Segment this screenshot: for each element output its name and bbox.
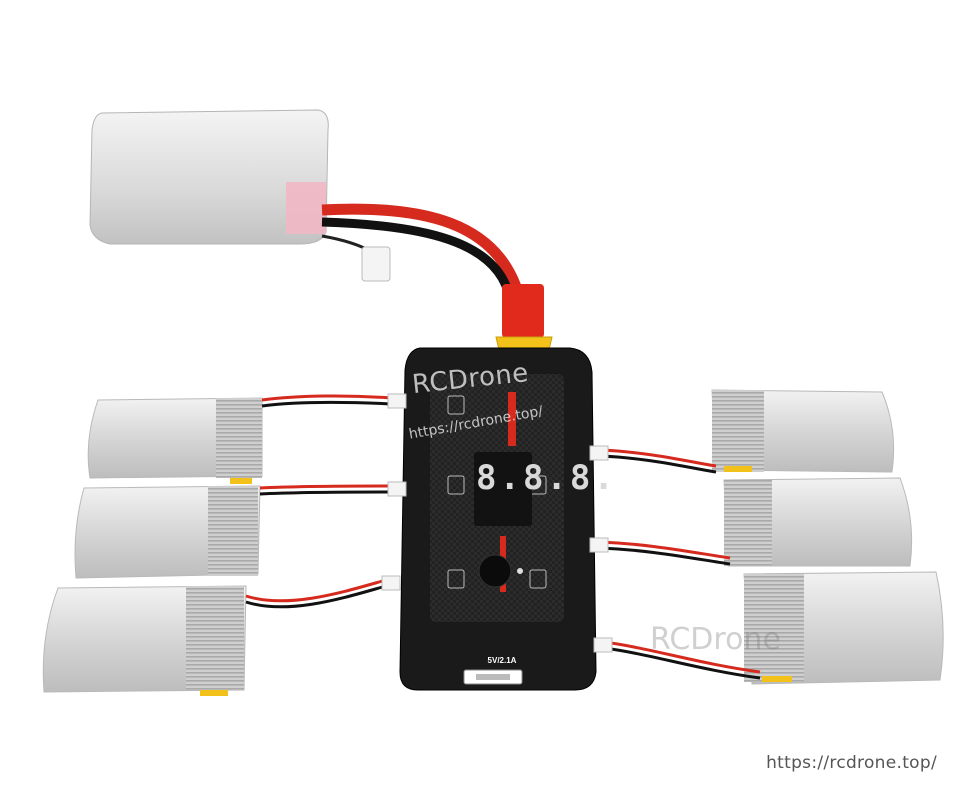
- display-digits: 8.8.8.: [476, 458, 617, 498]
- battery-right-1: [711, 389, 895, 473]
- usb-port-inner: [476, 674, 510, 680]
- main-power-leads: [321, 203, 544, 338]
- footer-url: https://rcdrone.top/: [766, 753, 937, 773]
- leads-right: [589, 445, 761, 680]
- knob-marker: [517, 568, 523, 574]
- usb-output-label: 5V/2.1A: [487, 656, 517, 665]
- battery-left-1: [87, 397, 263, 484]
- small-batteries-left: [42, 397, 263, 696]
- small-batteries-right: [711, 389, 944, 685]
- battery-left-3: [42, 585, 247, 696]
- brand-stripe: [508, 392, 516, 446]
- leads-left: [245, 393, 407, 609]
- battery-left-2: [74, 485, 261, 579]
- watermark-brand-secondary: RCDrone: [650, 622, 781, 657]
- balance-connector: [361, 246, 391, 282]
- battery-right-3: [743, 571, 944, 685]
- main-lipo-battery: [89, 109, 329, 245]
- battery-right-2: [723, 477, 913, 567]
- current-knob: [478, 554, 512, 588]
- led-display: [474, 452, 532, 526]
